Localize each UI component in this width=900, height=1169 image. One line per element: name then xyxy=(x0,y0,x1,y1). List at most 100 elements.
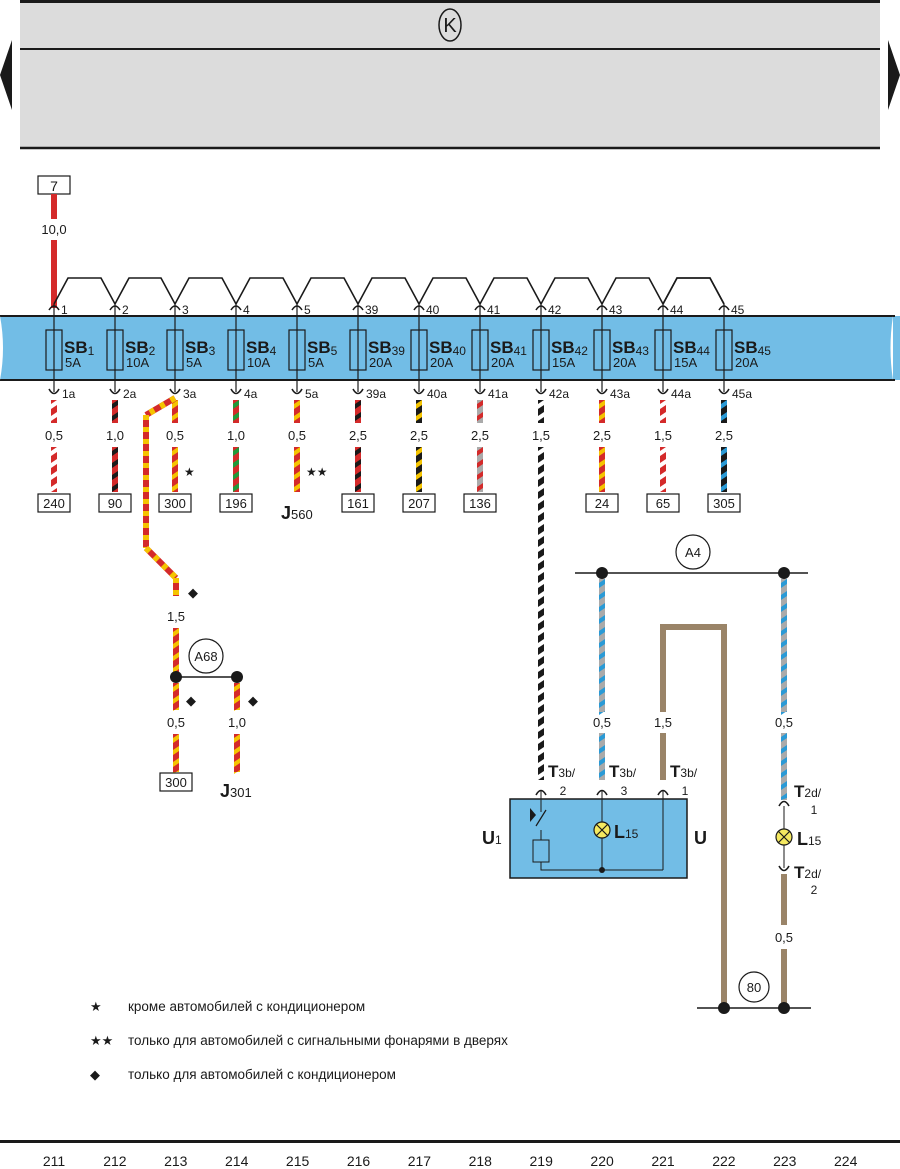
fuse-input-pin: 40 xyxy=(426,303,440,317)
header-panel: K xyxy=(0,0,900,150)
lamp-label: L15 xyxy=(797,829,822,849)
module-pin-label: T3b/ xyxy=(609,762,637,781)
busbar-line xyxy=(662,277,725,305)
wire xyxy=(173,683,179,711)
fuse-rating: 15A xyxy=(674,355,697,370)
wire xyxy=(781,733,787,800)
fuse-rating: 10A xyxy=(247,355,270,370)
legend-item: ★ кроме автомобилей с кондиционером xyxy=(90,990,508,1024)
destination-box xyxy=(646,493,680,513)
column-number: 222 xyxy=(712,1153,736,1169)
fuse-output-pin: 40a xyxy=(427,387,447,401)
connector-icon xyxy=(352,388,364,395)
fuse-icon xyxy=(45,329,63,371)
legend-item: ◆ только для автомобилей с кондиционером xyxy=(90,1058,508,1092)
fuse-rating: 20A xyxy=(369,355,392,370)
fuse-rating: 5A xyxy=(308,355,324,370)
splice-node xyxy=(599,867,605,873)
wiring-diagram: K 7 10,0 1SB15A1a0,52402SB210A2a1,0903SB… xyxy=(0,0,900,1014)
feed-terminal: 7 10,0 xyxy=(37,175,71,308)
wire xyxy=(144,395,177,418)
wire xyxy=(477,447,483,492)
fuse-output-pin: 41a xyxy=(488,387,508,401)
wire-size: 0,5 xyxy=(45,428,63,443)
fuse-icon xyxy=(166,329,184,371)
fuse-icon xyxy=(288,329,306,371)
legend-text: только для автомобилей с сигнальными фон… xyxy=(128,1033,508,1048)
fuse-input-pin: 43 xyxy=(609,303,623,317)
right-arrow-icon xyxy=(888,40,900,110)
connector-pin: 2 xyxy=(811,883,818,897)
wire xyxy=(173,628,179,676)
module-pin-label: T3b/ xyxy=(548,762,576,781)
wire-size: 0,5 xyxy=(166,428,184,443)
fuse-rating: 20A xyxy=(735,355,758,370)
fuse-name: SB2 xyxy=(125,338,156,358)
busbar xyxy=(53,277,725,306)
wire xyxy=(660,447,666,492)
wire xyxy=(51,400,57,423)
destination-label: 196 xyxy=(225,496,247,511)
splice-node xyxy=(231,671,243,683)
fuse-rating: 20A xyxy=(613,355,636,370)
connector-icon xyxy=(230,388,242,395)
wire-size: 0,5 xyxy=(288,428,306,443)
legend: ★ кроме автомобилей с кондиционером ★★ т… xyxy=(90,990,508,1092)
wire xyxy=(599,447,605,492)
fuse-input-pin: 3 xyxy=(182,303,189,317)
component-label: J301 xyxy=(220,781,252,801)
fuse-list: 1SB15A1a0,52402SB210A2a1,0903SB35A3a0,53… xyxy=(37,303,771,780)
wire-size: 1,0 xyxy=(227,428,245,443)
column-number: 219 xyxy=(529,1153,553,1169)
destination-box xyxy=(707,493,741,513)
column-number: 213 xyxy=(164,1153,188,1169)
diamond-icon: ◆ xyxy=(186,693,196,708)
feed-terminal-label: 7 xyxy=(50,178,58,194)
column-number: 211 xyxy=(42,1153,66,1169)
fuse-input-pin: 39 xyxy=(365,303,379,317)
lamp-label: L15 xyxy=(614,822,639,842)
legend-text: только для автомобилей с кондиционером xyxy=(128,1067,396,1082)
column-number: 224 xyxy=(834,1153,858,1169)
wire xyxy=(112,447,118,492)
module-pin-label: T3b/ xyxy=(670,762,698,781)
wire-size: 1,0 xyxy=(228,715,246,730)
fuse-input-pin: 5 xyxy=(304,303,311,317)
connector-icon xyxy=(596,388,608,395)
wire-size: 1,5 xyxy=(654,428,672,443)
wire xyxy=(234,734,240,774)
destination-label: 305 xyxy=(713,496,735,511)
wire xyxy=(599,733,605,780)
column-number: 214 xyxy=(225,1153,249,1169)
wire xyxy=(538,447,544,780)
diamond-icon: ◆ xyxy=(90,1067,100,1082)
switch-icon xyxy=(535,809,547,827)
fuse-rating: 5A xyxy=(186,355,202,370)
wire xyxy=(112,400,118,423)
wire xyxy=(143,545,179,581)
fuse-rating: 5A xyxy=(65,355,81,370)
column-number: 221 xyxy=(651,1153,675,1169)
wire-size: 1,5 xyxy=(167,609,185,624)
module-u1-label: U1 xyxy=(482,828,502,848)
fuse-output-pin: 44a xyxy=(671,387,691,401)
column-number: 220 xyxy=(590,1153,614,1169)
connector-icon xyxy=(718,388,730,395)
destination-box xyxy=(585,493,619,513)
column-number: 215 xyxy=(285,1153,310,1169)
connector-a68-label: A68 xyxy=(194,649,217,664)
fuse-output-pin: 3a xyxy=(183,387,197,401)
column-number: 212 xyxy=(103,1153,127,1169)
column-number: 216 xyxy=(346,1153,371,1169)
column-number: 217 xyxy=(407,1153,432,1169)
wire xyxy=(173,734,179,774)
wire xyxy=(233,400,239,423)
